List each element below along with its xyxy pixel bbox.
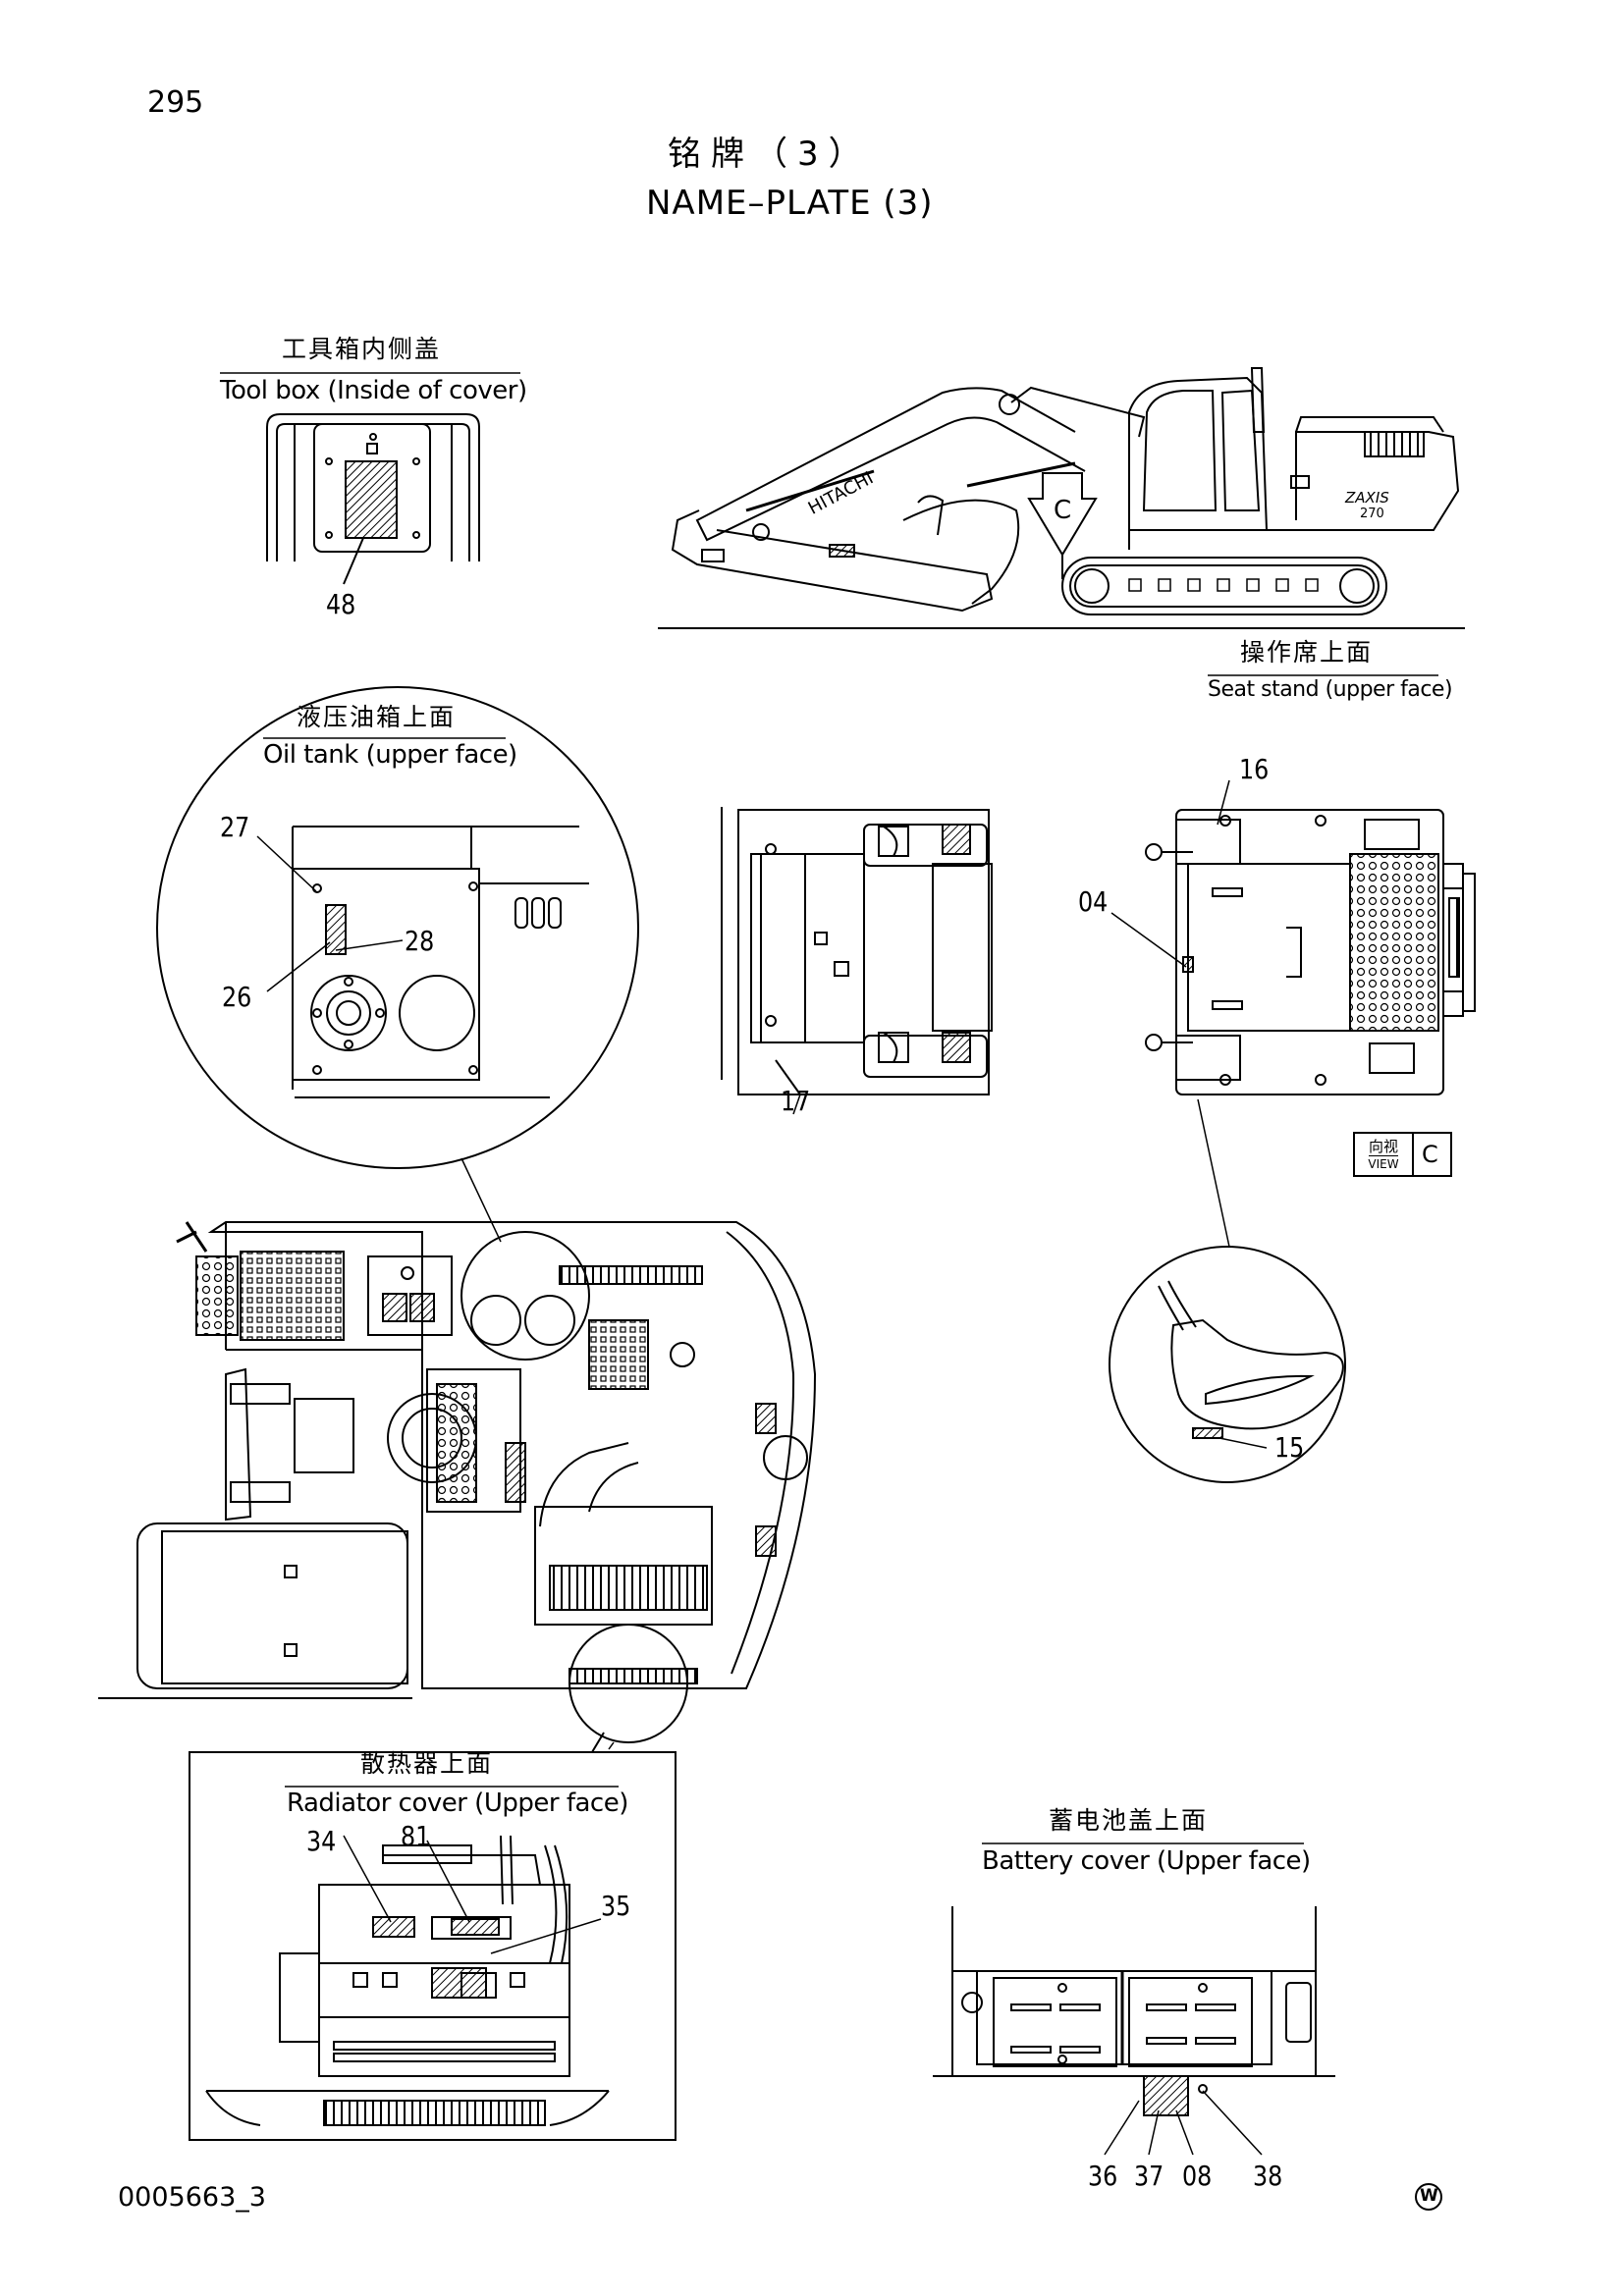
view-tag-cn: 向视 bbox=[1368, 1137, 1398, 1156]
callout-38: 38 bbox=[1253, 2160, 1283, 2192]
battery-detail bbox=[933, 1906, 1335, 2156]
radiator-label-cn: 散热器上面 bbox=[360, 1749, 494, 1778]
callout-26: 26 bbox=[222, 981, 252, 1013]
model-text-line1: ZAXIS bbox=[1344, 489, 1389, 507]
seat-label-en: Seat stand (upper face) bbox=[1208, 677, 1453, 702]
view-tag-letter: C bbox=[1422, 1141, 1438, 1168]
seat-label-cn: 操作席上面 bbox=[1240, 638, 1374, 667]
oil-tank-detail bbox=[156, 686, 639, 1243]
radiator-label-en: Radiator cover (Upper face) bbox=[287, 1789, 628, 1818]
callout-28: 28 bbox=[405, 925, 435, 957]
view-c-tag: 向视 VIEW C bbox=[1353, 1132, 1452, 1177]
excavator-side-view bbox=[658, 367, 1465, 629]
callout-48: 48 bbox=[326, 588, 356, 620]
seat-stand-right-view bbox=[1110, 779, 1476, 1248]
view-arrow-letter: C bbox=[1054, 496, 1071, 525]
footer-mark: W bbox=[1420, 2186, 1438, 2206]
circle-mark-icon bbox=[1415, 2183, 1442, 2211]
oil-tank-label-cn: 液压油箱上面 bbox=[297, 703, 457, 731]
machine-top-view bbox=[98, 1221, 817, 1753]
callout-27: 27 bbox=[220, 811, 250, 843]
toolbox-label-en: Tool box (Inside of cover) bbox=[220, 376, 527, 405]
page-title-en: NAME–PLATE (3) bbox=[646, 184, 934, 223]
callout-81: 81 bbox=[401, 1820, 431, 1852]
page-number: 295 bbox=[147, 85, 204, 120]
callout-08: 08 bbox=[1182, 2160, 1213, 2192]
label-underlines bbox=[220, 372, 1438, 1844]
seat-stand-left-view bbox=[721, 807, 993, 1115]
model-text-line2: 270 bbox=[1360, 507, 1384, 521]
toolbox-cover-drawing bbox=[266, 413, 480, 585]
callout-17: 17 bbox=[781, 1085, 811, 1117]
callout-34: 34 bbox=[306, 1825, 337, 1857]
oil-tank-label-en: Oil tank (upper face) bbox=[263, 740, 517, 770]
callout-04: 04 bbox=[1078, 885, 1109, 918]
battery-label-en: Battery cover (Upper face) bbox=[982, 1846, 1311, 1876]
callout-36: 36 bbox=[1088, 2160, 1118, 2192]
battery-label-cn: 蓄电池盖上面 bbox=[1049, 1806, 1209, 1835]
page-title-cn: 铭牌（3） bbox=[668, 134, 872, 174]
view-tag-en: VIEW bbox=[1368, 1156, 1399, 1171]
drawing-number: 0005663_3 bbox=[118, 2182, 266, 2213]
callout-35: 35 bbox=[601, 1890, 631, 1922]
callout-37: 37 bbox=[1134, 2160, 1164, 2192]
callout-16: 16 bbox=[1239, 753, 1270, 785]
lever-detail bbox=[1109, 1246, 1346, 1483]
toolbox-label-cn: 工具箱内侧盖 bbox=[282, 335, 442, 363]
callout-15: 15 bbox=[1274, 1431, 1305, 1464]
radiator-detail bbox=[189, 1751, 677, 2141]
